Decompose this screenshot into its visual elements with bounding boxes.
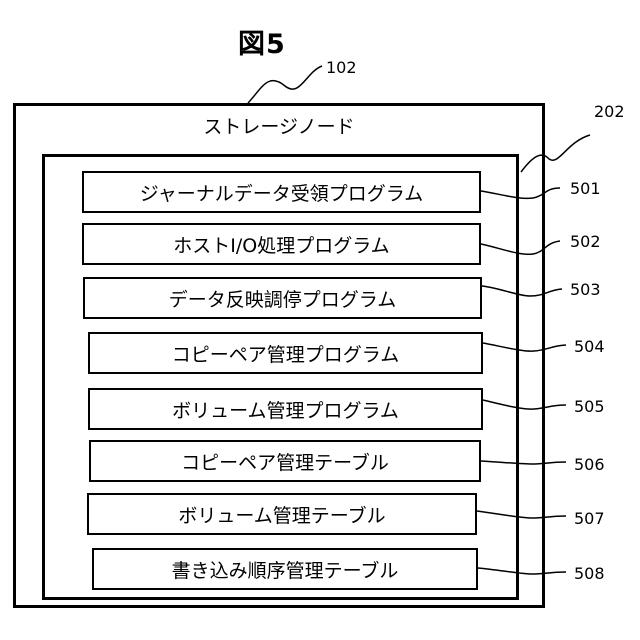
- program-label: ホストI/O処理プログラム: [173, 231, 389, 258]
- ref-label-505: 505: [574, 397, 605, 416]
- program-box-502: ホストI/O処理プログラム: [82, 223, 481, 265]
- ref-label-506: 506: [574, 455, 605, 474]
- ref-label-504: 504: [574, 337, 605, 356]
- table-box-508: 書き込み順序管理テーブル: [92, 548, 478, 590]
- program-box-505: ボリューム管理プログラム: [88, 388, 483, 430]
- program-label: データ反映調停プログラム: [169, 285, 396, 312]
- program-label: コピーペア管理プログラム: [172, 340, 399, 367]
- program-box-503: データ反映調停プログラム: [83, 277, 482, 319]
- ref-label-507: 507: [574, 509, 605, 528]
- ref-label-102: 102: [326, 58, 357, 77]
- table-box-506: コピーペア管理テーブル: [89, 440, 481, 482]
- program-label: ジャーナルデータ受領プログラム: [140, 179, 423, 206]
- program-label: ボリューム管理プログラム: [172, 396, 399, 423]
- ref-label-202: 202: [594, 102, 625, 121]
- storage-node-label: ストレージノード: [0, 112, 558, 139]
- table-label: 書き込み順序管理テーブル: [172, 556, 399, 583]
- ref-label-503: 503: [570, 280, 601, 299]
- leader-line-102: [248, 66, 322, 103]
- table-label: コピーペア管理テーブル: [181, 448, 389, 475]
- ref-label-502: 502: [570, 232, 601, 251]
- program-box-504: コピーペア管理プログラム: [88, 332, 483, 374]
- ref-label-508: 508: [574, 564, 605, 583]
- ref-label-501: 501: [570, 179, 601, 198]
- program-box-501: ジャーナルデータ受領プログラム: [82, 171, 481, 213]
- table-label: ボリューム管理テーブル: [178, 501, 385, 528]
- table-box-507: ボリューム管理テーブル: [87, 493, 477, 535]
